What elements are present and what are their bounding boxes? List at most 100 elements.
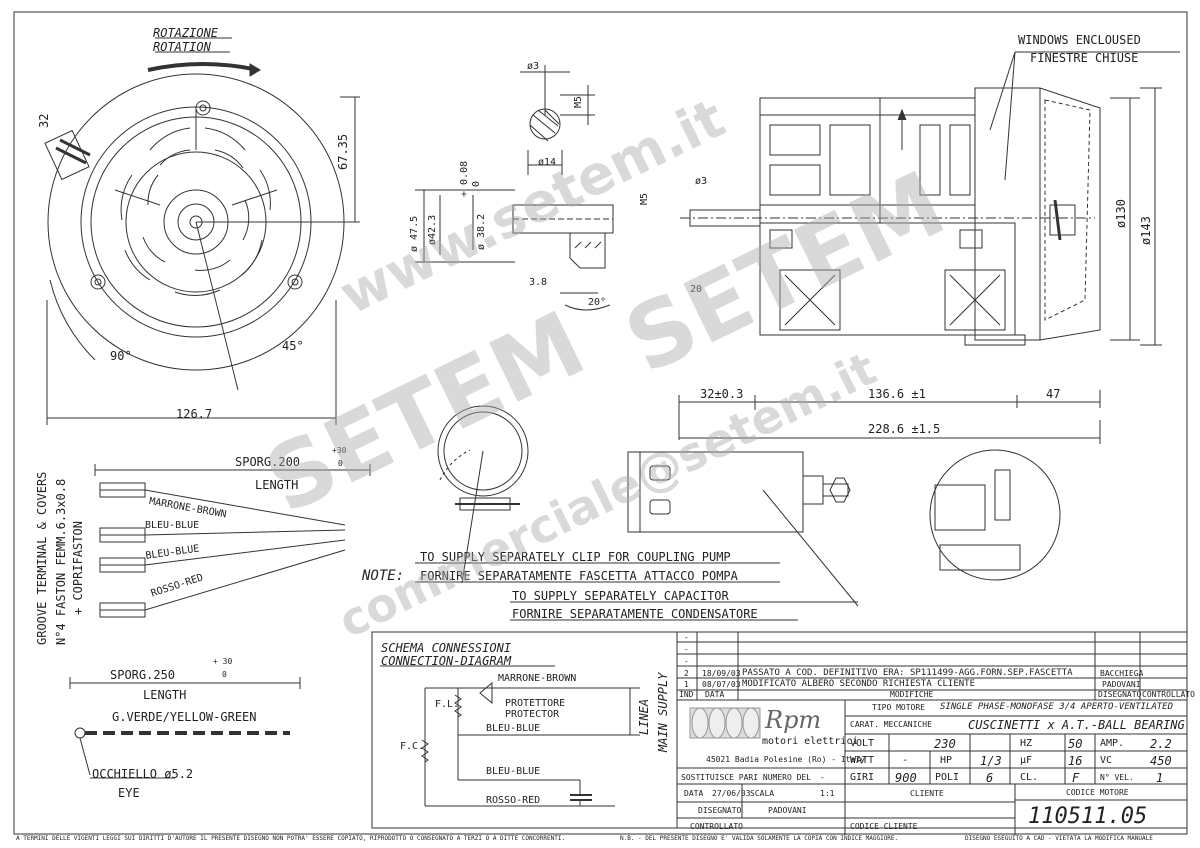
poli-value: 6 <box>986 771 994 785</box>
dim-phi47-5: ø 47.5 <box>409 215 420 252</box>
cl-value: F <box>1072 771 1080 785</box>
pump-clip <box>437 405 529 511</box>
codice-motore-label: CODICE MOTORE <box>1066 788 1129 797</box>
poli-label: POLI <box>935 772 960 783</box>
footer-copyright: A TERMINI DELLE VIGENTI LEGGI SUI DIRITT… <box>16 835 566 842</box>
hp-value: 1/3 <box>980 754 1002 768</box>
cliente-label: CLIENTE <box>910 789 944 798</box>
amp-label: AMP. <box>1100 738 1125 749</box>
windows-en-label: WINDOWS ENCLOUSED <box>1018 33 1141 47</box>
schema-red-label: ROSSO-RED <box>486 795 541 806</box>
carat-label: CARAT. MECCANICHE <box>850 720 932 729</box>
lead-wires <box>69 464 371 779</box>
note-clip-en: TO SUPPLY SEPARATELY CLIP FOR COUPLING P… <box>420 550 731 564</box>
schema-title-en: CONNECTION-DIAGRAM <box>381 654 512 668</box>
data-label: DATA <box>684 789 704 798</box>
tolerance-zero: 0 <box>471 180 482 187</box>
capacitor <box>627 451 859 607</box>
dim-phi38-2: ø 38.2 <box>476 213 487 250</box>
angle-45: 45° <box>282 339 304 353</box>
scala-value: 1:1 <box>820 789 835 798</box>
schema-brown-label: MARRONE-BROWN <box>498 673 577 684</box>
dim-126-7: 126.7 <box>176 407 213 421</box>
giri-label: GIRI <box>850 772 875 783</box>
dim-228-6: 228.6 ±1.5 <box>868 422 941 436</box>
eyelet-label: OCCHIELLO ø5.2 <box>92 767 194 781</box>
volt-value: 230 <box>934 737 956 751</box>
rev2-date: 18/09/03 <box>702 669 741 678</box>
dim-3-8: 3.8 <box>529 277 548 288</box>
dim-32-tol: 32±0.3 <box>700 387 744 401</box>
dim-m5-side: M5 <box>639 192 650 205</box>
company-logo-sub: motori elettrici <box>762 736 859 747</box>
rev2-by: BACCHIEGA <box>1100 669 1144 678</box>
rev2-ind: 2 <box>684 669 689 678</box>
codice-cliente-label: CODICE CLIENTE <box>850 822 918 831</box>
rotation-en-label: ROTATION <box>153 40 211 54</box>
eye-label: EYE <box>118 786 140 800</box>
dim-phi42-3: ø42.3 <box>427 214 438 245</box>
yellow-green-label: G.VERDE/YELLOW-GREEN <box>112 710 257 724</box>
hdr-date: DATA <box>705 690 725 699</box>
tipo-motore-value: SINGLE PHASE-MONOFASE 3/4 APERTO-VENTILA… <box>940 702 1173 712</box>
sporg-200-label: SPORG.200 <box>235 455 301 469</box>
hdr-mod: MODIFICHE <box>890 690 934 699</box>
amp-value: 2.2 <box>1150 737 1172 751</box>
rev1-ind: 1 <box>684 680 689 689</box>
bearing-detail <box>929 449 1061 581</box>
sporg-250-tol-top: + 30 <box>213 657 233 666</box>
angle-90: 90° <box>110 349 132 363</box>
uf-value: 16 <box>1068 754 1083 768</box>
hp-label: HP <box>940 755 953 766</box>
schema-fl-label: F.L. <box>435 699 460 710</box>
sporg-250-tol-bot: 0 <box>222 670 227 679</box>
hdr-ctrl: CONTROLLATO <box>1142 690 1195 699</box>
dim-20: 20 <box>690 284 703 295</box>
logo-graphic <box>689 707 761 739</box>
vc-value: 450 <box>1150 754 1172 768</box>
dim-136-6: 136.6 ±1 <box>868 387 926 401</box>
dim-47: 47 <box>1046 387 1061 401</box>
wire-blue-1-label: BLEU-BLUE <box>145 520 200 531</box>
volt-label: VOLT <box>850 738 875 749</box>
title-block-grid <box>676 631 1188 835</box>
hz-value: 50 <box>1068 737 1083 751</box>
note-clip-it: FORNIRE SEPARATAMENTE FASCETTA ATTACCO P… <box>420 569 738 583</box>
sporg-250-label: SPORG.250 <box>110 668 176 682</box>
watt-label: WATT <box>850 755 875 766</box>
dim-32: 32 <box>37 113 51 128</box>
front-view <box>44 37 360 425</box>
schema-blue-1-label: BLEU-BLUE <box>486 723 541 734</box>
dim-m5: M5 <box>573 95 584 108</box>
sporg-200-tol-bot: 0 <box>338 459 343 468</box>
rev1-text: MODIFICATO ALBERO SECONDO RICHIESTA CLIE… <box>742 679 975 689</box>
schema-protector-en: PROTECTOR <box>505 709 560 720</box>
vc-label: VC <box>1100 755 1113 766</box>
dim-phi3: ø3 <box>527 61 540 72</box>
giri-value: 900 <box>895 771 917 785</box>
data-value: 27/06/03 <box>712 789 751 798</box>
rev-empty-1: - <box>684 633 689 642</box>
codice-motore-value: 110511.05 <box>1028 804 1148 829</box>
groove-terminal-label-3: + COPRIFASTON <box>71 521 85 615</box>
watt-value: - <box>902 755 909 766</box>
footer-note: N.B. - DEL PRESENTE DISEGNO E' VALIDA SO… <box>620 835 899 842</box>
dim-phi130: ø130 <box>1114 199 1128 228</box>
note-capacitor-en: TO SUPPLY SEPARATELY CAPACITOR <box>512 589 729 603</box>
company-address: 45021 Badia Polesine (Ro) - Italy <box>706 755 865 764</box>
schema-protector-it: PROTETTORE <box>505 698 566 709</box>
schema-blue-2-label: BLEU-BLUE <box>486 766 541 777</box>
angle-20: 20° <box>588 297 607 308</box>
hdr-ind: IND <box>679 690 694 699</box>
tolerance-plus: + 0.08 <box>459 160 470 197</box>
scala-label: SCALA <box>750 789 775 798</box>
sheet-border <box>13 11 1188 835</box>
sostituisce-value: - <box>820 773 825 782</box>
rev1-date: 08/07/03 <box>702 680 741 689</box>
length-label: LENGTH <box>255 478 299 492</box>
schema-fc-label: F.C. <box>400 741 425 752</box>
cl-label: CL. <box>1020 772 1039 783</box>
length-2-label: LENGTH <box>143 688 187 702</box>
